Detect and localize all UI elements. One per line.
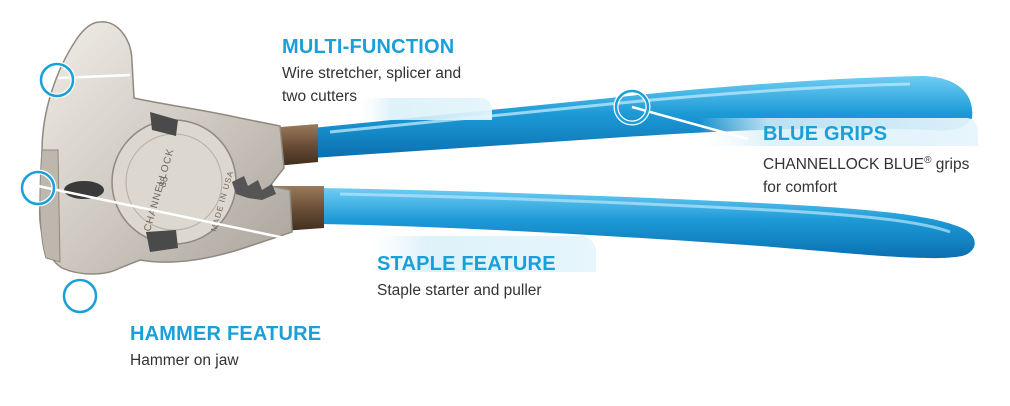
- multi-function-description: Wire stretcher, splicer and two cutters: [282, 62, 461, 108]
- stamp-model: 85: [157, 175, 171, 189]
- hammer-feature-callout: HAMMER FEATURE Hammer on jaw: [130, 323, 321, 372]
- multi-function-line-2: two cutters: [282, 88, 357, 105]
- hammer-feature-description: Hammer on jaw: [130, 349, 321, 372]
- blue-grips-suffix: grips: [931, 156, 970, 174]
- blue-grips-leader: [631, 105, 749, 141]
- multi-function-title: MULTI-FUNCTION: [282, 36, 455, 58]
- upper-grip-highlight: [329, 82, 911, 134]
- staple-feature-title: STAPLE FEATURE: [377, 253, 556, 275]
- hammer-feature-line-1: Hammer on jaw: [130, 352, 239, 369]
- upper-cutter-notch: [150, 112, 178, 136]
- hammer-face: [39, 149, 61, 263]
- blue-grips-banner: [700, 118, 978, 146]
- multi-function-callout: MULTI-FUNCTION Wire stretcher, splicer a…: [282, 36, 461, 108]
- staple-feature-line-1: Staple starter and puller: [377, 282, 542, 299]
- blue-grips-title: BLUE GRIPS: [763, 123, 888, 145]
- multi-function-ring-inner: [39, 62, 75, 98]
- hammer-feature-title: HAMMER FEATURE: [130, 323, 322, 345]
- blue-grips-line-1: CHANNELLOCK BLUE® grips: [763, 149, 969, 176]
- lower-grip-highlight: [339, 192, 951, 234]
- lower-grip: [318, 188, 975, 259]
- lower-cutter-notch: [146, 230, 178, 252]
- multi-function-leader: [57, 73, 131, 80]
- blue-grips-line-2: for comfort: [763, 179, 838, 197]
- registered-mark: ®: [924, 155, 932, 166]
- blue-grips-ring-inner: [614, 89, 650, 125]
- staple-feature-description: Staple starter and puller: [377, 279, 556, 302]
- blue-grips-prefix: CHANNELLOCK BLUE: [763, 156, 925, 174]
- staple-feature-ring-inner: [20, 170, 56, 206]
- multi-function-line-1: Wire stretcher, splicer and: [282, 65, 462, 82]
- staple-feature-leader: [37, 184, 371, 258]
- multi-function-banner: [360, 98, 492, 120]
- hammer-feature-ring-inner: [62, 278, 98, 314]
- blue-grips-callout: BLUE GRIPS CHANNELLOCK BLUE® grips for c…: [763, 123, 969, 199]
- blue-grips-description: CHANNELLOCK BLUE® grips for comfort: [763, 149, 969, 199]
- staple-feature-callout: STAPLE FEATURE Staple starter and puller: [377, 253, 556, 302]
- splicer-teeth: [232, 176, 276, 200]
- staple-feature-banner: [370, 236, 596, 272]
